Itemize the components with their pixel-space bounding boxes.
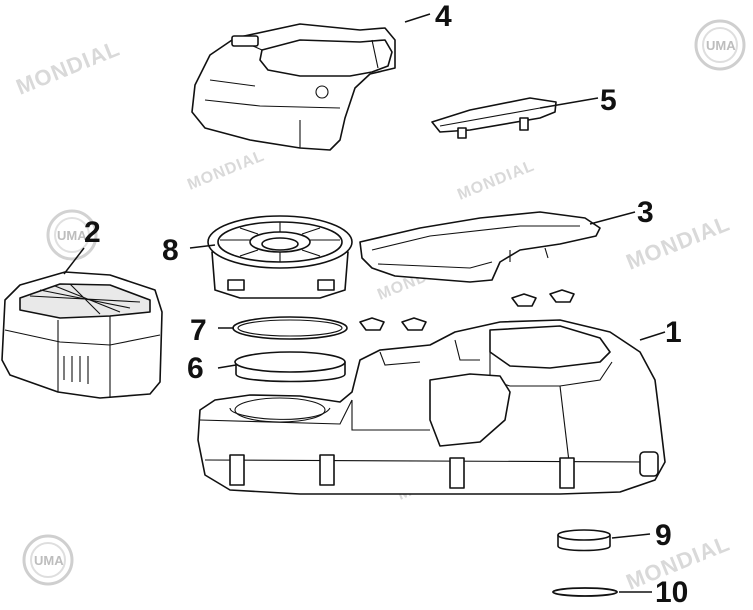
uma-logo: UMA xyxy=(694,19,746,71)
watermark-text: MONDIAL xyxy=(185,147,267,193)
callout-3: 3 xyxy=(637,196,654,229)
part-6-band-ring xyxy=(234,351,346,383)
callout-5: 5 xyxy=(600,84,617,117)
logo-text: UMA xyxy=(706,38,736,53)
callout-numbers: 1 2 3 4 5 6 7 8 9 10 xyxy=(84,0,688,609)
part-10-washer xyxy=(552,587,618,597)
part-1-main-cover xyxy=(197,319,666,495)
callout-1: 1 xyxy=(665,316,682,349)
callout-6: 6 xyxy=(187,352,204,385)
uma-logo: UMA xyxy=(22,534,74,586)
leader-lines xyxy=(63,13,666,593)
watermark-text: MONDIAL xyxy=(455,157,537,203)
uma-logo: UMA xyxy=(46,209,98,261)
callout-7: 7 xyxy=(190,314,207,347)
part-5-guide-rail xyxy=(431,97,557,139)
callout-10: 10 xyxy=(655,576,688,609)
part-9-bushing xyxy=(557,529,611,552)
callout-2: 2 xyxy=(84,216,101,249)
callout-4: 4 xyxy=(435,0,452,33)
callout-9: 9 xyxy=(655,519,672,552)
part-2-filter-box xyxy=(1,271,163,399)
callout-8: 8 xyxy=(162,234,179,267)
logo-text: UMA xyxy=(34,553,64,568)
part-7-o-ring xyxy=(232,316,348,340)
logo-text: UMA xyxy=(57,228,87,243)
part-8-fan-frame xyxy=(207,215,353,299)
part-4-upper-shroud xyxy=(191,23,396,151)
retaining-clips xyxy=(359,289,575,331)
part-3-side-cover xyxy=(359,211,601,283)
watermark-text: MONDIAL xyxy=(13,35,124,99)
